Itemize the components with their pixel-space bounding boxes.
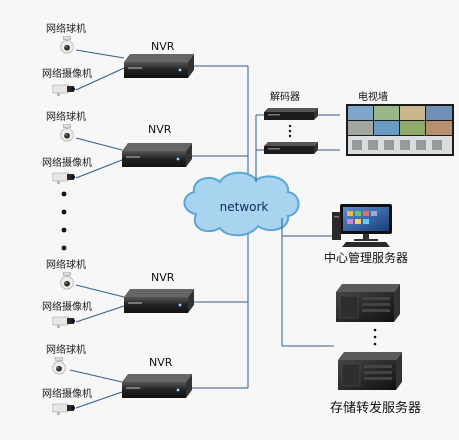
bullet-camera-icon [52,403,76,415]
server-ellipsis [373,328,377,346]
bullet-camera-icon [52,84,76,96]
camera-group-2: 网络球机 网络摄像机 [42,110,123,184]
tv-wall-label: 电视墙 [358,90,388,103]
management-server: 中心管理服务器 [324,204,408,265]
dome-camera-icon [60,272,74,290]
network-label: network [220,200,269,214]
network-cloud: network [183,171,300,237]
tv-wall: 电视墙 [346,90,454,156]
camera-group-4: 网络球机 网络摄像机 [42,343,123,415]
storage-server-label: 存储转发服务器 [330,400,421,416]
bullet-camera-label: 网络摄像机 [42,300,92,313]
dome-camera-label: 网络球机 [46,22,86,35]
nvr-backbone-lines [192,65,249,389]
computer-monitor-icon [340,204,392,241]
dome-camera-label: 网络球机 [46,343,86,356]
nvr-label: NVR [149,356,173,369]
storage-server-group: 存储转发服务器 [330,284,421,416]
nvr-device-icon [124,289,194,313]
decoder-device-icon [264,108,318,120]
nvr-label: NVR [151,271,175,284]
computer-tower-icon [332,212,341,240]
nvr-device-icon [122,374,192,398]
bullet-camera-label: 网络摄像机 [42,387,92,400]
nvr-4: NVR [122,356,192,398]
dome-camera-label: 网络球机 [46,110,86,123]
nvr-1: NVR [124,40,194,78]
tv-wall-screens [346,104,454,156]
nvr-device-icon [122,143,192,167]
nvr-label: NVR [151,40,175,53]
rack-server-icon [336,284,400,322]
decoder-label: 解码器 [270,90,300,103]
nvr-2: NVR [122,123,192,167]
right-side-lines [255,114,340,347]
camera-group-1: 网络球机 网络摄像机 [42,22,125,96]
nvr-3: NVR [124,271,194,313]
bullet-camera-icon [52,316,76,328]
dome-camera-icon [60,124,74,142]
dome-camera-icon [52,357,66,375]
bullet-camera-icon [52,172,76,184]
camera-group-3: 网络球机 网络摄像机 [42,258,125,328]
bullet-camera-label: 网络摄像机 [42,156,92,169]
mgmt-server-label: 中心管理服务器 [324,250,408,265]
more-cameras-ellipsis [61,191,67,251]
decoder-group: 解码器 [264,90,318,154]
rack-server-icon [338,352,402,390]
decoder-ellipsis [288,124,292,138]
keyboard-icon [342,242,390,247]
nvr-label: NVR [148,123,172,136]
dome-camera-label: 网络球机 [46,258,86,271]
nvr-device-icon [124,54,194,78]
bullet-camera-label: 网络摄像机 [42,67,92,80]
dome-camera-icon [60,36,74,54]
decoder-device-icon [264,142,318,154]
